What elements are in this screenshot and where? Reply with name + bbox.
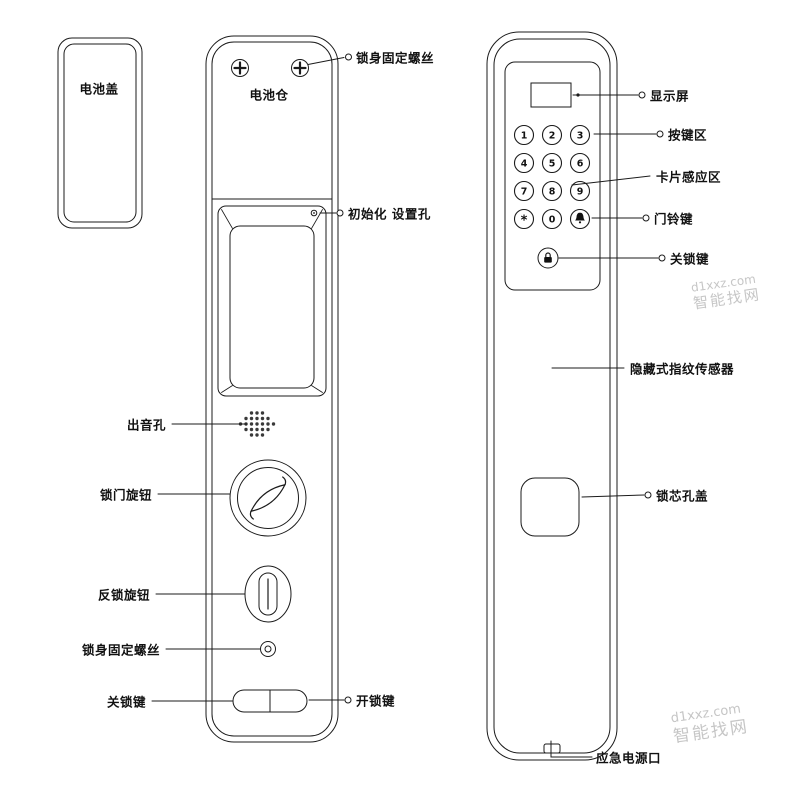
emergency-port-icon <box>543 743 561 754</box>
speaker-holes-icon <box>238 411 276 437</box>
battery-recess <box>217 205 327 397</box>
display-icon <box>530 82 572 108</box>
anti-lock-knob-icon <box>244 565 292 623</box>
label-lock-body-screw-bottom: 锁身固定螺丝 <box>81 642 160 658</box>
label-display-screen: 显示屏 <box>650 88 690 104</box>
label-anti-lock-knob: 反锁旋钮 <box>97 587 150 603</box>
label-battery-compartment: 电池仓 <box>249 87 289 103</box>
key-1: 1 <box>521 131 528 142</box>
fixing-screw-icon <box>260 641 276 657</box>
label-fingerprint-sensor: 隐藏式指纹传感器 <box>630 361 735 377</box>
keypad-keys <box>513 124 591 230</box>
label-close-lock-key-back: 关锁键 <box>106 694 146 710</box>
close-lock-key <box>537 247 559 269</box>
battery-cover-drawing <box>57 37 143 229</box>
key-5: 5 <box>549 159 556 170</box>
label-sound-hole: 出音孔 <box>126 417 166 433</box>
doorbell-icon <box>575 212 585 224</box>
cylinder-cover-icon <box>520 477 580 537</box>
key-8: 8 <box>549 187 556 198</box>
key-0: 0 <box>549 215 556 226</box>
callout-lines <box>151 53 666 758</box>
screw-icon <box>291 59 309 77</box>
label-battery-cover: 电池盖 <box>79 81 119 97</box>
padlock-icon <box>544 252 552 263</box>
battery-door <box>229 225 315 389</box>
label-lock-knob: 锁门旋钮 <box>99 487 152 503</box>
keypad-panel <box>504 61 601 291</box>
key-9: 9 <box>577 187 584 198</box>
key-4: 4 <box>521 159 528 170</box>
label-emergency-power-port: 应急电源口 <box>596 750 662 766</box>
label-lock-body-screw-top: 锁身固定螺丝 <box>356 50 435 66</box>
label-keypad-area: 按键区 <box>668 127 708 143</box>
label-init-hole: 初始化 设置孔 <box>348 206 431 222</box>
open-close-buttons <box>232 689 308 713</box>
lock-knob-icon <box>229 459 307 537</box>
key-6: 6 <box>577 159 584 170</box>
label-close-lock-key-front: 关锁键 <box>670 251 710 267</box>
label-doorbell-key: 门铃键 <box>654 211 694 227</box>
back-panel-drawing <box>205 35 339 743</box>
keypad-digits: 1 2 3 4 5 6 7 8 9 * 0 <box>521 131 584 229</box>
label-card-sensor-area: 卡片感应区 <box>656 169 722 185</box>
label-cylinder-cover: 锁芯孔盖 <box>656 488 709 504</box>
init-hole-icon <box>310 209 318 217</box>
key-2: 2 <box>549 131 556 142</box>
screw-icon <box>231 59 249 77</box>
front-panel-drawing <box>486 31 618 761</box>
key-7: 7 <box>521 187 528 198</box>
key-star: * <box>521 214 528 229</box>
label-open-lock-key: 开锁键 <box>356 693 396 709</box>
key-3: 3 <box>577 131 584 142</box>
